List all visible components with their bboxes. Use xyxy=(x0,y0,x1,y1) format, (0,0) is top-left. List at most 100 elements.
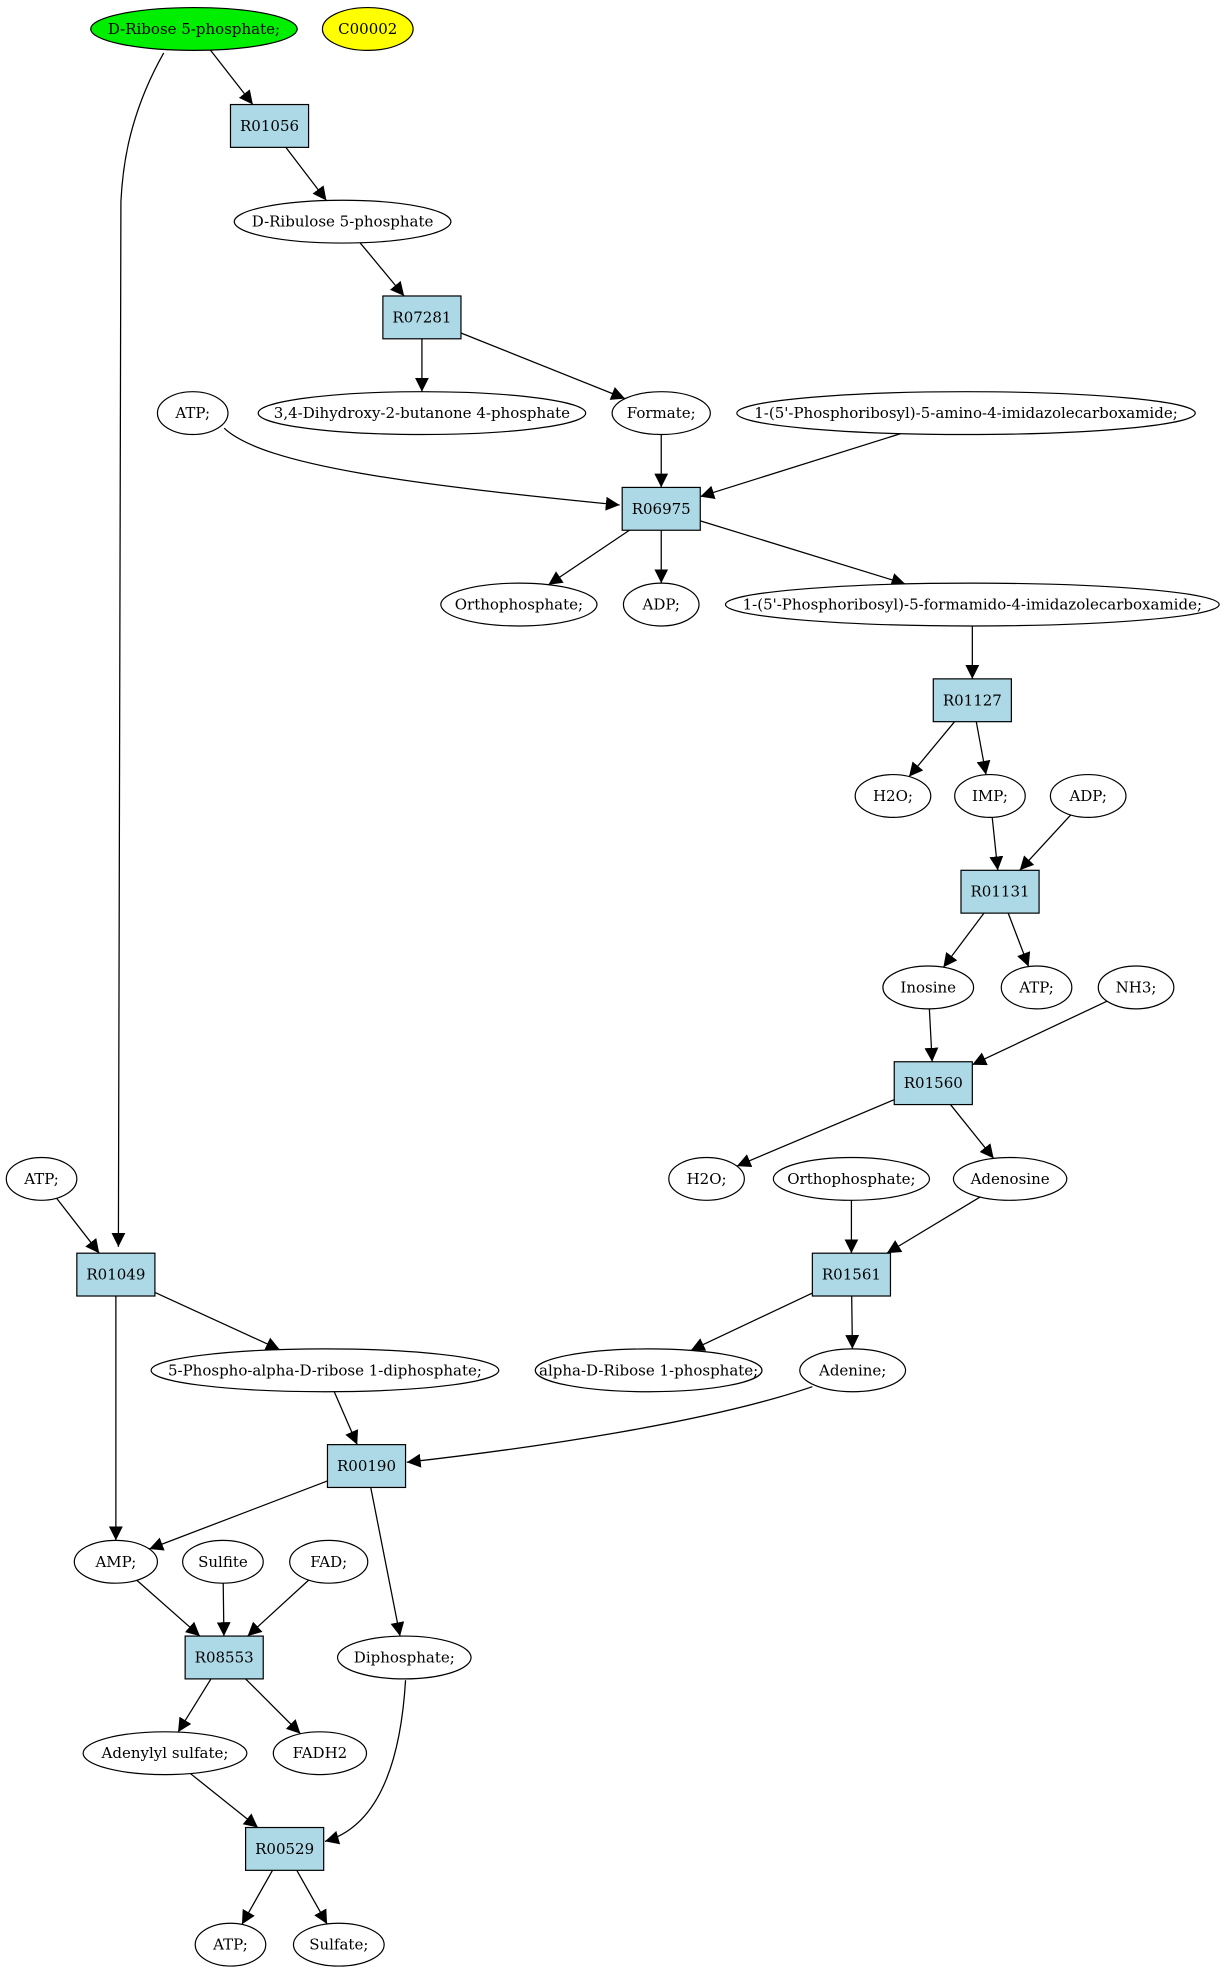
reaction-box xyxy=(245,1826,325,1871)
compound-ellipse xyxy=(194,1922,267,1967)
edge-n_amp-to-r_R08553 xyxy=(136,1579,201,1637)
compound-node-n_sulfate: Sulfate; xyxy=(292,1922,385,1967)
edge-n_adenosine-to-r_R01561 xyxy=(886,1196,981,1254)
compound-node-n_orthop2: Orthophosphate; xyxy=(772,1156,931,1201)
edge-n_adenine-to-r_R00190 xyxy=(406,1386,813,1468)
reaction-node-r_R01131: R01131 xyxy=(960,869,1040,914)
reaction-box xyxy=(811,1252,892,1297)
node-label: R01056 xyxy=(240,117,299,135)
compound-ellipse xyxy=(854,773,932,819)
compound-ellipse xyxy=(799,1348,907,1393)
reaction-node-r_R06975: R06975 xyxy=(621,486,701,531)
compound-ellipse xyxy=(156,391,229,436)
compound-node-n_atp1: ATP; xyxy=(156,391,229,436)
edge-r_R00529-to-n_atp4 xyxy=(241,1870,274,1925)
node-label: ATP; xyxy=(23,1170,59,1188)
edge-r_R01561-to-n_adenine xyxy=(845,1296,860,1349)
node-label: R06975 xyxy=(632,500,691,518)
reaction-node-r_R00190: R00190 xyxy=(326,1444,407,1489)
node-label: alpha-D-Ribose 1-phosphate; xyxy=(539,1361,758,1379)
compound-ellipse xyxy=(772,1156,931,1201)
node-label: Inosine xyxy=(900,978,956,996)
edge-r_R00190-to-n_diphosphate xyxy=(370,1487,405,1637)
node-label: R01561 xyxy=(822,1266,881,1284)
edge-n_nh3-to-r_R01560 xyxy=(972,1000,1108,1066)
edge-r_R01560-to-n_h2o2 xyxy=(736,1099,895,1168)
node-label: R00190 xyxy=(337,1457,396,1475)
node-label: ADP; xyxy=(641,596,679,614)
reaction-node-r_R07281: R07281 xyxy=(382,295,462,340)
node-label: R01131 xyxy=(971,883,1030,901)
node-label: Sulfate; xyxy=(309,1936,368,1954)
edge-n_adp2-to-r_R01131 xyxy=(1019,814,1072,871)
compound-node-n_dribulose5p: D-Ribulose 5-phosphate xyxy=(233,199,452,244)
compound-node-n_nh3: NH3; xyxy=(1097,965,1175,1010)
compound-ellipse xyxy=(5,1156,78,1201)
compound-node-n_inosine: Inosine xyxy=(882,965,975,1010)
compound-node-n_h2o1: H2O; xyxy=(854,773,932,819)
compound-node-n_adp2: ADP; xyxy=(1049,773,1127,819)
compound-ellipse xyxy=(272,1731,368,1776)
edge-n_fad-to-r_R08553 xyxy=(247,1579,310,1637)
reaction-box xyxy=(326,1444,407,1489)
node-label: H2O; xyxy=(687,1170,727,1188)
compound-ellipse xyxy=(289,1539,369,1584)
compound-node-n_adenine: Adenine; xyxy=(799,1348,907,1393)
node-label: D-Ribose 5-phosphate; xyxy=(108,20,280,38)
reaction-node-r_R01561: R01561 xyxy=(811,1252,892,1297)
edge-n_dribose5p-to-r_R01056 xyxy=(209,49,254,105)
reaction-box xyxy=(184,1635,264,1680)
node-label: D-Ribulose 5-phosphate xyxy=(252,213,434,231)
compound-ellipse xyxy=(336,1635,472,1680)
compound-ellipse xyxy=(668,1156,745,1201)
compound-node-n_adr1p: alpha-D-Ribose 1-phosphate; xyxy=(534,1348,763,1393)
compound-ellipse xyxy=(1049,773,1127,819)
node-label: Sulfite xyxy=(198,1553,248,1571)
compound-ellipse xyxy=(724,582,1220,627)
compound-ellipse xyxy=(257,391,587,436)
compound-ellipse xyxy=(952,1156,1068,1201)
compound-ellipse xyxy=(611,391,711,436)
node-label: R01560 xyxy=(904,1074,963,1092)
node-label: NH3; xyxy=(1116,978,1157,996)
node-label: C00002 xyxy=(338,20,397,38)
compound-node-n_dribose5p: D-Ribose 5-phosphate; xyxy=(90,6,298,51)
node-label: 1-(5'-Phosphoribosyl)-5-amino-4-imidazol… xyxy=(754,404,1178,422)
compound-node-n_prpp: 5-Phospho-alpha-D-ribose 1-diphosphate; xyxy=(150,1348,500,1393)
node-label: Orthophosphate; xyxy=(455,596,583,614)
node-label: H2O; xyxy=(873,787,913,805)
edge-n_dribose5p-to-r_R01049 xyxy=(111,52,165,1247)
edge-r_R08553-to-n_fadh2 xyxy=(245,1678,301,1735)
compound-ellipse xyxy=(90,6,298,51)
edge-r_R01127-to-n_h2o1 xyxy=(908,721,956,778)
edge-r_R06975-to-n_orthop1 xyxy=(548,529,630,586)
compound-ellipse xyxy=(233,199,452,244)
node-label: Diphosphate; xyxy=(354,1648,455,1666)
edge-r_R01131-to-n_atp2 xyxy=(1007,912,1031,967)
edge-r_R01131-to-n_inosine xyxy=(942,912,985,968)
edge-n_aps-to-r_R00529 xyxy=(190,1773,259,1829)
reaction-node-r_R01560: R01560 xyxy=(893,1061,973,1106)
node-label: FAD; xyxy=(310,1553,347,1571)
reaction-node-r_R01127: R01127 xyxy=(932,678,1012,723)
edge-r_R00529-to-n_sulfate xyxy=(296,1870,328,1925)
compound-ellipse xyxy=(440,582,598,627)
reaction-box xyxy=(621,486,701,531)
node-label: R00529 xyxy=(255,1840,314,1858)
edge-r_R01127-to-n_imp xyxy=(975,721,991,775)
edge-r_R01056-to-n_dribulose5p xyxy=(285,146,327,201)
reaction-box xyxy=(382,295,462,340)
compound-node-n_fadh2: FADH2 xyxy=(272,1731,368,1776)
edge-r_R08553-to-n_aps xyxy=(177,1678,212,1733)
reaction-box xyxy=(932,678,1012,723)
reaction-box xyxy=(960,869,1040,914)
reaction-box xyxy=(76,1252,156,1297)
compound-node-n_aps: Adenylyl sulfate; xyxy=(82,1731,248,1776)
edge-r_R01049-to-n_prpp xyxy=(154,1291,281,1351)
edge-r_R07281-to-n_formate xyxy=(460,332,626,400)
node-label: Adenine; xyxy=(818,1361,886,1379)
node-label: Adenylyl sulfate; xyxy=(101,1744,229,1762)
node-label: Formate; xyxy=(627,404,696,422)
compound-node-n_atp3: ATP; xyxy=(5,1156,78,1201)
